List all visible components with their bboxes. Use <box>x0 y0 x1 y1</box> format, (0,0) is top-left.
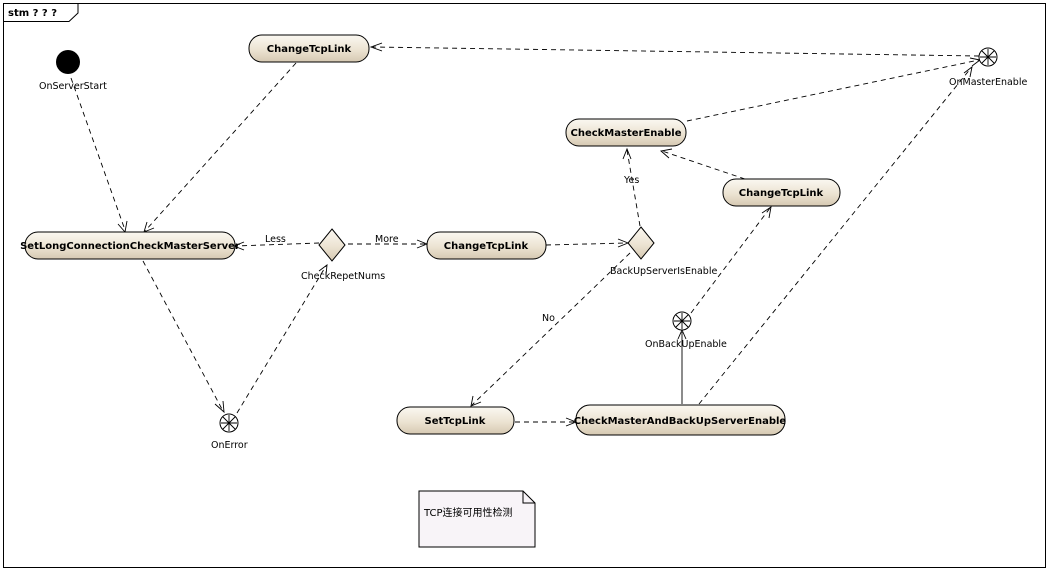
state-settcplink[interactable]: SetTcpLink <box>396 406 515 435</box>
arrowhead <box>622 147 632 160</box>
state-label: ChangeTcpLink <box>739 188 824 199</box>
state-label: ChangeTcpLink <box>444 241 529 252</box>
label-onbackupenable: OnBackUpEnable <box>645 339 727 350</box>
label-checkrepetnums: CheckRepetNums <box>301 271 385 282</box>
entry-point-onmasterenable[interactable] <box>978 47 998 67</box>
state-label: CheckMasterEnable <box>570 128 681 139</box>
state-label: SetLongConnectionCheckMasterServer <box>20 241 240 252</box>
edge-masterenable-to-changetop <box>372 46 980 57</box>
arrowhead <box>660 148 673 159</box>
arrowhead <box>761 206 772 219</box>
edge-checkboth-to-masterenable <box>698 67 972 405</box>
edge-backup-to-checkmaster <box>626 149 641 227</box>
label-onmasterenable: OnMasterEnable <box>949 77 1027 88</box>
edge-changeright-to-checkmaster <box>661 150 746 180</box>
arrowhead <box>470 395 482 407</box>
note-text: TCP连接可用性检测 <box>423 506 513 519</box>
label-onserverstart: OnServerStart <box>39 81 107 92</box>
edge-setlong-to-onerror <box>142 260 224 412</box>
frame-tab: stm ? ? ? <box>3 3 79 22</box>
state-label: SetTcpLink <box>425 416 486 427</box>
state-label: ChangeTcpLink <box>267 44 352 55</box>
guard-less: Less <box>265 234 286 245</box>
state-changetcplink-right[interactable]: ChangeTcpLink <box>722 178 841 207</box>
frame-border <box>3 3 1046 568</box>
edge-backup-to-settcp <box>471 252 631 406</box>
initial-node[interactable] <box>56 50 80 74</box>
arrowhead <box>318 264 328 276</box>
state-checkmasterandbackupserverenable[interactable]: CheckMasterAndBackUpServerEnable <box>574 404 787 436</box>
state-checkmasterenable[interactable]: CheckMasterEnable <box>565 118 687 147</box>
entry-point-onbackupenable[interactable] <box>672 311 692 331</box>
entry-point-onerror[interactable] <box>219 413 239 433</box>
state-changetcplink-top[interactable]: ChangeTcpLink <box>248 34 370 63</box>
state-changetcplink-mid[interactable]: ChangeTcpLink <box>426 231 547 260</box>
edge-checkmaster-to-masterenable <box>686 59 980 122</box>
guard-no: No <box>542 313 555 324</box>
note[interactable]: TCP连接可用性检测 <box>418 490 536 548</box>
state-setlongconnectioncheckmasterserver[interactable]: SetLongConnectionCheckMasterServer <box>20 231 240 260</box>
decision-backupserverisenable[interactable] <box>627 226 655 260</box>
edge-changetop-to-setlong <box>144 62 297 232</box>
diagram-frame: stm ? ? ? <box>3 3 1046 568</box>
state-machine-canvas: stm ? ? ? <box>3 3 1046 568</box>
label-onerror: OnError <box>211 440 248 451</box>
label-backupserverisenable: BackUpServerIsEnable <box>610 266 717 277</box>
decision-checkrepetnums[interactable] <box>318 228 346 262</box>
guard-more: More <box>375 234 399 245</box>
arrowhead <box>369 42 383 52</box>
edge-backupenable-to-changeright <box>690 207 771 314</box>
edge-changemid-to-backup <box>545 242 628 246</box>
transitions <box>70 42 982 427</box>
frame-title: stm ? ? ? <box>8 8 57 19</box>
arrowhead <box>214 400 225 414</box>
state-label: CheckMasterAndBackUpServerEnable <box>574 416 787 427</box>
arrowhead <box>963 65 973 78</box>
guard-yes: Yes <box>623 175 639 186</box>
edge-onerror-to-check <box>236 265 327 414</box>
